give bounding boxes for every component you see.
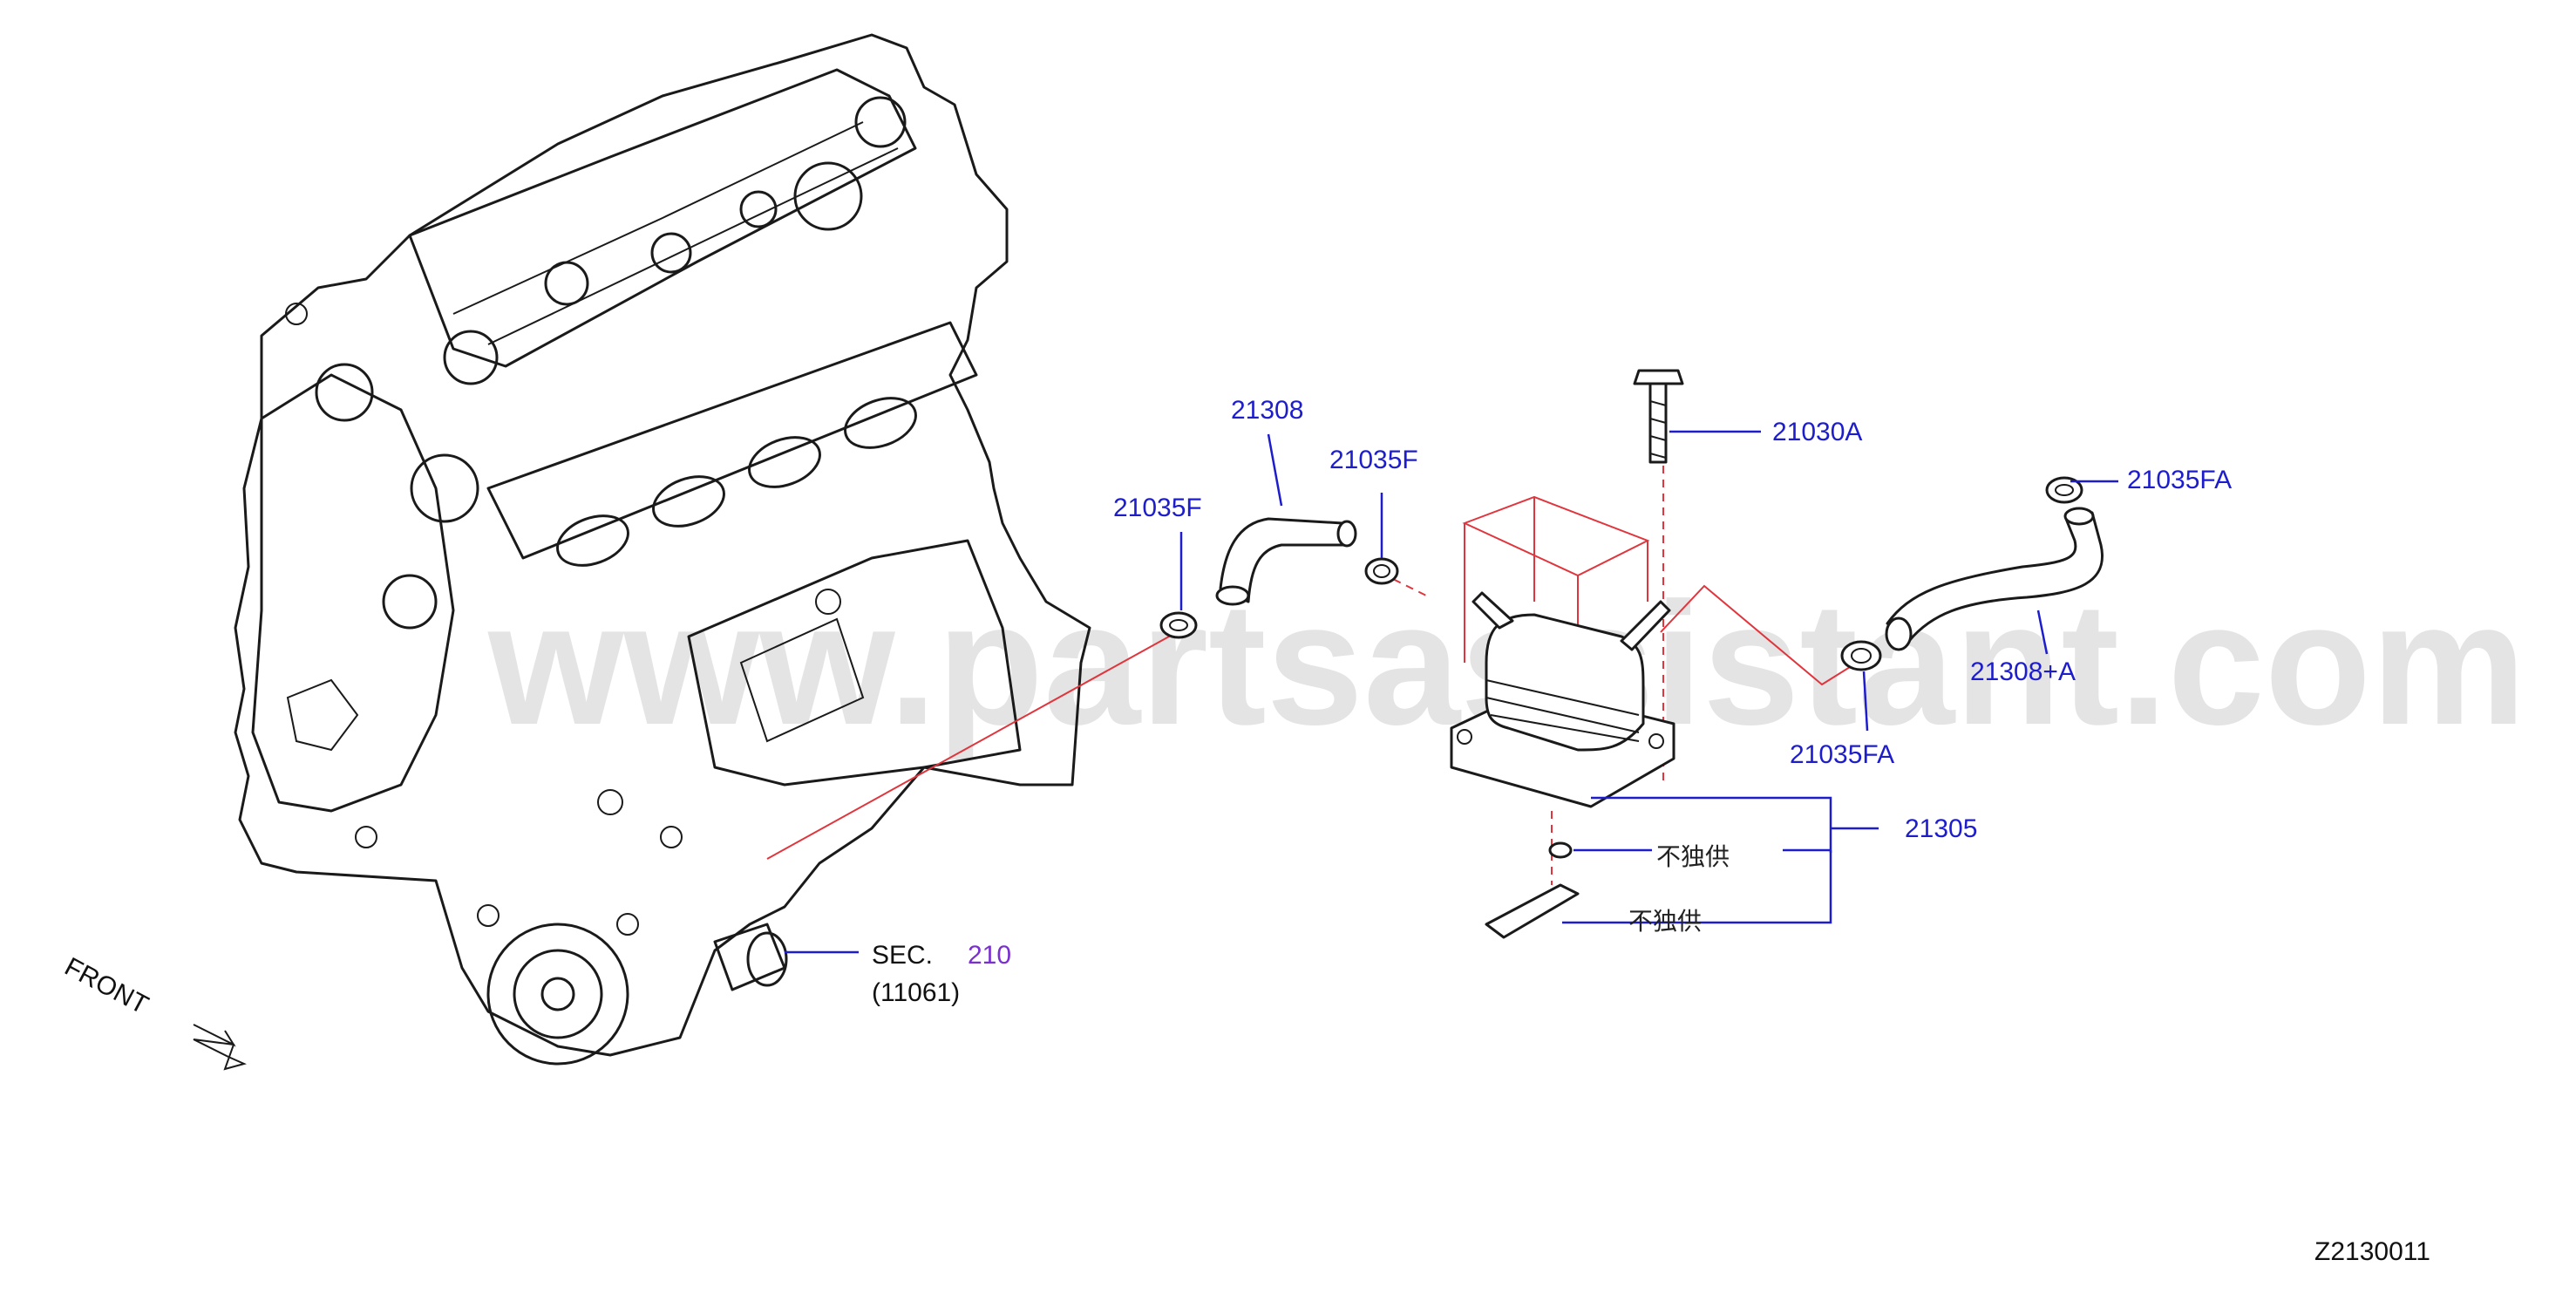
leader-lines <box>785 430 2118 954</box>
front-arrow-icon <box>193 1024 247 1071</box>
oil-cooler-21305[interactable] <box>1450 591 1675 808</box>
front-label: FRONT <box>60 952 153 1020</box>
clamp-21035f-mid[interactable] <box>1364 557 1399 585</box>
hose-21308-a[interactable] <box>1885 507 2104 651</box>
bolt-21030a[interactable] <box>1633 369 1684 464</box>
clamp-21035fa-top[interactable] <box>2045 476 2083 504</box>
cooler-gasket[interactable] <box>1485 883 1580 939</box>
assembly-guide-lines <box>766 410 1858 885</box>
callout-21035fa-bottom[interactable]: 21035FA <box>1790 740 1894 769</box>
engine-block-illustration <box>234 33 1091 1066</box>
callout-21035fa-top[interactable]: 21035FA <box>2127 466 2232 494</box>
callout-21035f-left[interactable]: 21035F <box>1113 494 1202 522</box>
section-ref-prefix: SEC. <box>872 941 933 970</box>
section-ref-number[interactable]: 210 <box>968 941 1011 970</box>
callout-21030a[interactable]: 21030A <box>1772 418 1862 446</box>
not-sold-separately-label-2: 不独供 <box>1628 907 1702 936</box>
section-ref-part-code: (11061) <box>872 978 960 1007</box>
callout-21308-a[interactable]: 21308+A <box>1970 657 2076 686</box>
callout-21305[interactable]: 21305 <box>1905 814 1977 843</box>
callout-21308[interactable]: 21308 <box>1231 396 1303 425</box>
hose-21308[interactable] <box>1215 517 1357 606</box>
not-sold-separately-label-1: 不独供 <box>1656 842 1730 871</box>
clamp-21035fa-bottom[interactable] <box>1840 640 1882 671</box>
callout-21035f-mid[interactable]: 21035F <box>1329 446 1418 474</box>
diagram-id: Z2130011 <box>2314 1237 2430 1266</box>
o-ring-small[interactable] <box>1548 841 1573 859</box>
front-direction-indicator: FRONT <box>60 952 247 1071</box>
clamp-21035f-left[interactable] <box>1159 611 1198 639</box>
